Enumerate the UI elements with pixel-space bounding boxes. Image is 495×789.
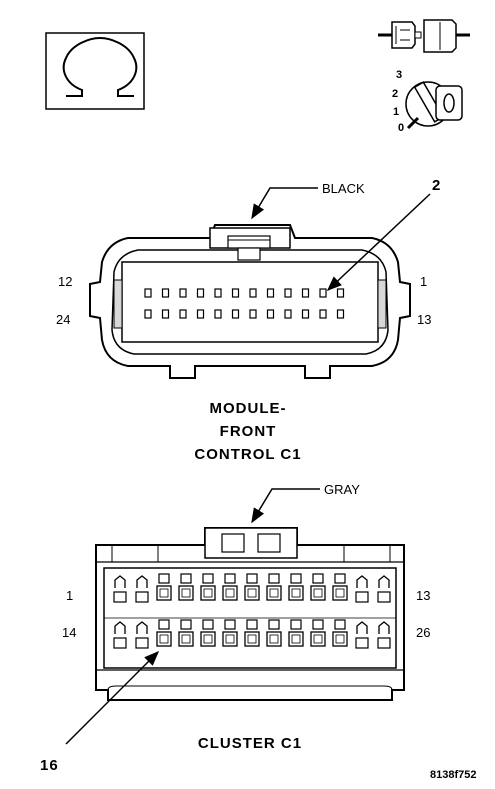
fcm-pin-cavity: [214, 309, 222, 319]
cluster-pin-cavity: [244, 573, 260, 601]
cluster-pin-cavity: [288, 573, 304, 601]
cluster-pin-cavity: [310, 619, 326, 647]
cluster-pin-cavity: [288, 619, 304, 647]
fcm-title-line1: MODULE-: [210, 400, 287, 417]
fcm-pin-cavity: [196, 288, 205, 298]
fcm-pin-label-24: 24: [56, 312, 70, 327]
fcm-pin-cavity: [249, 309, 257, 319]
cluster-pin-cavity: [200, 573, 216, 601]
cluster-pin-cavity: [156, 619, 172, 647]
fcm-pin-cavity: [301, 309, 310, 319]
fcm-pin-cavity: [231, 309, 240, 319]
fcm-title-line3: CONTROL C1: [194, 446, 301, 463]
cluster-callout-arrow: [65, 650, 160, 745]
cluster-pin-grid: [113, 573, 391, 649]
fcm-callout-pin-label: 2: [432, 177, 441, 194]
fcm-pin-label-13: 13: [417, 312, 431, 327]
cluster-pin-cavity: [266, 619, 282, 647]
fcm-pin-cavity: [249, 288, 257, 298]
cluster-pin-cavity: [135, 575, 149, 603]
fcm-pin-cavity: [284, 309, 292, 319]
fcm-pin-cavity: [336, 309, 345, 319]
fcm-pin-cavity: [196, 309, 205, 319]
fcm-pin-cavity: [319, 309, 327, 319]
fcm-pin-cavity: [179, 309, 187, 319]
cluster-pin-cavity: [135, 621, 149, 649]
fcm-pin-cavity: [336, 288, 345, 298]
fcm-pin-cavity: [266, 288, 275, 298]
cluster-pin-cavity: [178, 619, 194, 647]
cluster-pin-label-14: 14: [62, 625, 76, 640]
ignition-position-0: 0: [398, 122, 404, 134]
cluster-pin-cavity: [244, 619, 260, 647]
fcm-pin-cavity: [319, 288, 327, 298]
cluster-pin-cavity: [332, 573, 348, 601]
cluster-pin-cavity: [200, 619, 216, 647]
fcm-pin-label-1: 1: [420, 274, 427, 289]
cluster-pin-cavity: [266, 573, 282, 601]
cluster-pin-cavity: [113, 575, 127, 603]
fcm-pin-cavity: [284, 288, 292, 298]
fcm-pin-cavity: [214, 288, 222, 298]
cluster-pin-label-26: 26: [416, 625, 430, 640]
cluster-title: CLUSTER C1: [198, 735, 302, 752]
cluster-pin-cavity: [222, 573, 238, 601]
cluster-pin-cavity: [310, 573, 326, 601]
fcm-pin-cavity: [266, 309, 275, 319]
fcm-pin-cavity: [179, 288, 187, 298]
fcm-pin-cavity: [301, 288, 310, 298]
cluster-pin-cavity: [178, 573, 194, 601]
ignition-position-1: 1: [393, 106, 399, 118]
fcm-pin-cavity: [144, 309, 152, 319]
cluster-pin-cavity: [355, 575, 369, 603]
cluster-pin-cavity: [113, 621, 127, 649]
ignition-position-2: 2: [392, 88, 398, 100]
cluster-pin-cavity: [156, 573, 172, 601]
cluster-pin-cavity: [332, 619, 348, 647]
fcm-callout-arrow: [326, 193, 431, 292]
gray-color-label: GRAY: [324, 482, 360, 497]
cluster-pin-label-1: 1: [66, 588, 73, 603]
fcm-pin-label-12: 12: [58, 274, 72, 289]
cluster-pin-label-13: 13: [416, 588, 430, 603]
fcm-pin-cavity: [161, 309, 170, 319]
fcm-pin-cavity: [231, 288, 240, 298]
cluster-connector: [95, 527, 405, 701]
ignition-key-icon: 3 2 1 0: [392, 69, 463, 134]
omega-symbol-icon: [45, 32, 145, 110]
connector-halves-icon: [378, 19, 470, 53]
fcm-pin-grid: [144, 288, 345, 319]
module-front-control-connector: [89, 224, 411, 379]
fcm-pin-cavity: [161, 288, 170, 298]
cluster-pin-cavity: [355, 621, 369, 649]
cluster-pin-cavity: [377, 575, 391, 603]
cluster-callout-pin-label: 16: [40, 757, 59, 774]
cluster-pin-cavity: [222, 619, 238, 647]
black-color-label: BLACK: [322, 181, 365, 196]
fcm-title-line2: FRONT: [220, 423, 277, 440]
ignition-position-3: 3: [396, 69, 402, 81]
cluster-pin-cavity: [377, 621, 391, 649]
figure-id: 8138f752: [430, 769, 477, 781]
fcm-pin-cavity: [144, 288, 152, 298]
